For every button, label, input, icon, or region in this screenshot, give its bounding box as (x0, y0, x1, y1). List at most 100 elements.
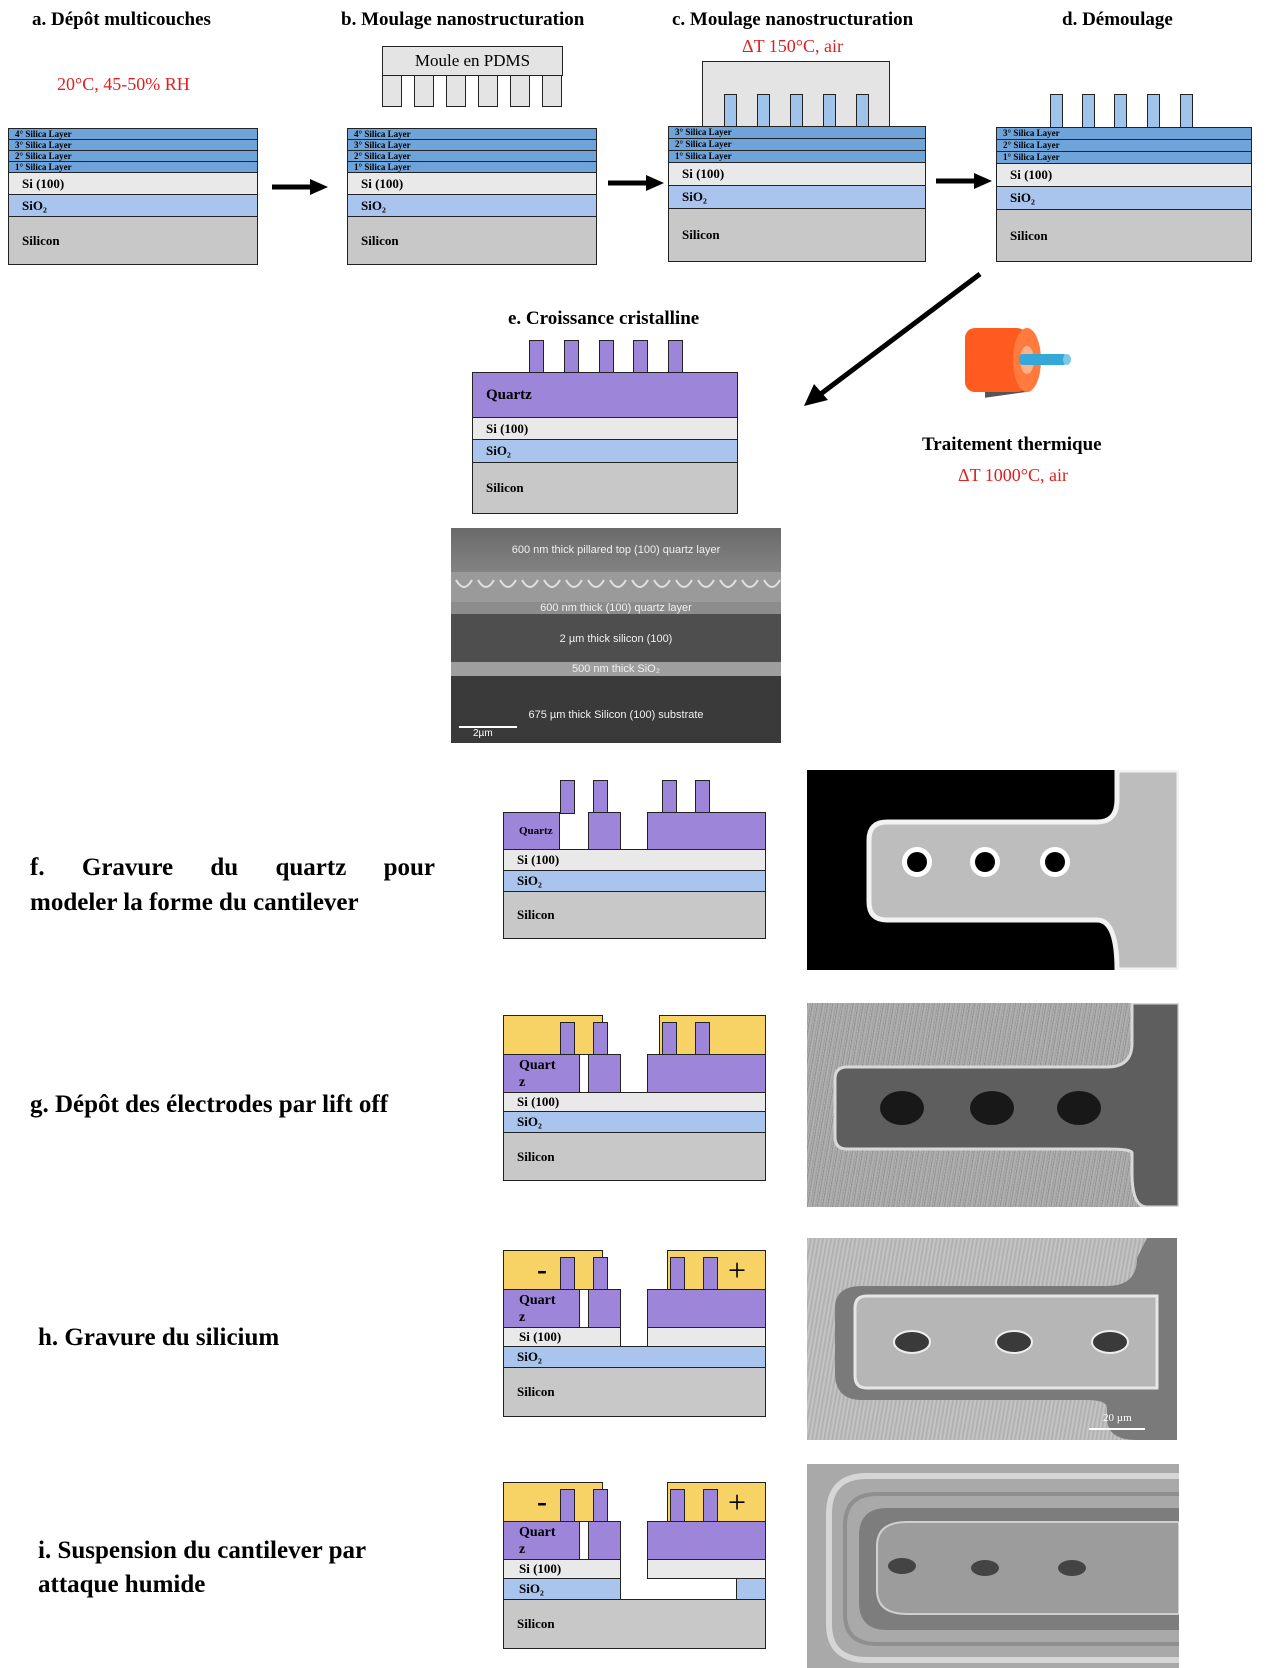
silicon-substrate: Silicon (668, 208, 926, 262)
negative-terminal-label: - (537, 1485, 547, 1518)
sem-scale-bar (459, 726, 517, 728)
quartz-pillar (662, 1022, 677, 1056)
silica-pillar (1180, 94, 1193, 128)
step-c-condition: ΔT 150°C, air (742, 36, 843, 56)
quartz-label-part2: z (519, 1542, 526, 1557)
step-f-label-line2: modeler la forme du cantilever (30, 889, 359, 916)
silica-pillar (757, 94, 770, 127)
step-b-stack: 4° Silica Layer 3° Silica Layer 2° Silic… (347, 128, 597, 265)
negative-terminal-label: - (537, 1253, 547, 1286)
silicon-substrate: Silicon (503, 1367, 766, 1417)
sio2-layer-left: SiO₂ (503, 1578, 621, 1600)
step-h-label: h. Gravure du silicium (38, 1324, 280, 1351)
quartz-pillar (703, 1489, 718, 1523)
sem-label-substrate: 675 µm thick Silicon (100) substrate (528, 709, 704, 721)
si100-layer-right (647, 1327, 766, 1347)
right-arrow-icon (272, 179, 328, 195)
mold-tooth (542, 75, 562, 107)
quartz-pillar (560, 780, 575, 814)
silica-pillar (823, 94, 836, 127)
sio2-layer: SiO₂ (996, 186, 1252, 210)
quartz-block-mid (588, 1289, 621, 1328)
quartz-pillar (703, 1257, 718, 1291)
quartz-pillar (560, 1489, 575, 1523)
step-e-title: e. Croissance cristalline (508, 308, 700, 329)
quartz-label-part2: z (519, 1075, 526, 1090)
step-c-stack: 3° Silica Layer 2° Silica Layer 1° Silic… (668, 126, 926, 262)
silica-pillar (856, 94, 869, 127)
quartz-pillar (599, 340, 614, 374)
silica-pillar (790, 94, 803, 127)
si100-layer: Si (100) (503, 849, 766, 871)
sio2-layer: SiO₂ (8, 194, 258, 217)
step-f-label-line1: f. Gravure du quartz pour (30, 854, 435, 881)
silicon-substrate: Silicon (996, 209, 1252, 262)
right-arrow-icon (608, 175, 664, 191)
sem-label-quartz-layer: 600 nm thick (100) quartz layer (540, 602, 692, 614)
heat-treatment-condition: ΔT 1000°C, air (958, 465, 1068, 485)
step-a-title: a. Dépôt multicouches (32, 9, 211, 30)
sio2-layer-right (736, 1578, 766, 1600)
step-i-label-line2: attaque humide (38, 1571, 206, 1598)
quartz-pillar (593, 780, 608, 814)
quartz-pillar (670, 1257, 685, 1291)
quartz-block-left: Quartz (503, 812, 560, 850)
step-h-diagram: - + Quart z Si (100) SiO₂ Silicon (503, 1250, 766, 1417)
sem-label-sio2: 500 nm thick SiO₂ (571, 663, 661, 675)
step-g-diagram: Quart z Si (100) SiO₂ Silicon (503, 1015, 766, 1181)
quartz-label-part1: Quart (519, 1293, 556, 1308)
positive-terminal-label: + (728, 1252, 747, 1288)
gold-electrode-negative: - (503, 1250, 603, 1290)
step-f-diagram: Quartz Si (100) SiO₂ Silicon (503, 777, 766, 939)
step-a-condition: 20°C, 45-50% RH (57, 74, 190, 94)
quartz-pillar (529, 340, 544, 374)
quartz-layer: Quartz (472, 372, 738, 418)
mold-tooth (446, 75, 466, 107)
quartz-block-right (647, 1054, 766, 1093)
quartz-pillar (593, 1489, 608, 1523)
quartz-block-right (647, 1521, 766, 1560)
pdms-mold-label: Moule en PDMS (382, 46, 563, 76)
sem-cantilever-suspended-image (807, 1464, 1179, 1668)
step-a-stack: 4° Silica Layer 3° Silica Layer 2° Silic… (8, 128, 258, 265)
step-d-stack: 3° Silica Layer 2° Silica Layer 1° Silic… (996, 127, 1252, 262)
quartz-pillar (593, 1022, 608, 1056)
si100-layer: Si (100) (668, 162, 926, 186)
sem-scale-label: 2µm (473, 728, 493, 739)
sio2-layer: SiO₂ (668, 185, 926, 209)
sem-cantilever-etched-image (807, 770, 1179, 970)
step-b-title: b. Moulage nanostructuration (341, 9, 585, 30)
mold-tooth (382, 75, 402, 107)
quartz-label-part2: z (519, 1310, 526, 1325)
step-i-diagram: - + Quart z Si (100) SiO₂ Silicon (503, 1482, 766, 1649)
quartz-pillar (560, 1022, 575, 1056)
furnace-icon (965, 328, 1071, 398)
sio2-layer: SiO₂ (503, 1111, 766, 1133)
gold-electrode-negative: - (503, 1482, 603, 1522)
silica-pillar (1114, 94, 1127, 128)
sio2-layer: SiO₂ (503, 870, 766, 892)
step-g-label: g. Dépôt des électrodes par lift off (30, 1091, 389, 1118)
silicon-substrate: Silicon (503, 891, 766, 939)
silica-pillar (724, 94, 737, 127)
quartz-block-left: Quart z (503, 1521, 580, 1560)
silicon-substrate: Silicon (472, 462, 738, 514)
step-c-title: c. Moulage nanostructuration (672, 9, 914, 30)
si100-layer: Si (100) (347, 172, 597, 195)
si100-layer-right (647, 1559, 766, 1579)
sem-label-pillared-quartz: 600 nm thick pillared top (100) quartz l… (511, 544, 721, 556)
pdms-mold-filled (702, 61, 890, 127)
pdms-mold: Moule en PDMS (382, 46, 563, 110)
quartz-pillar (662, 780, 677, 814)
quartz-block-right (647, 812, 766, 850)
step-i-label-line1: i. Suspension du cantilever par (38, 1537, 367, 1564)
silicon-substrate: Silicon (8, 216, 258, 265)
quartz-block-mid (588, 1521, 621, 1560)
quartz-label-part1: Quart (519, 1525, 556, 1540)
mold-tooth (478, 75, 498, 107)
quartz-block-left: Quart z (503, 1289, 580, 1328)
mold-tooth (414, 75, 434, 107)
quartz-pillar (593, 1257, 608, 1291)
si100-layer: Si (100) (472, 417, 738, 440)
quartz-block-left: Quart z (503, 1054, 580, 1093)
